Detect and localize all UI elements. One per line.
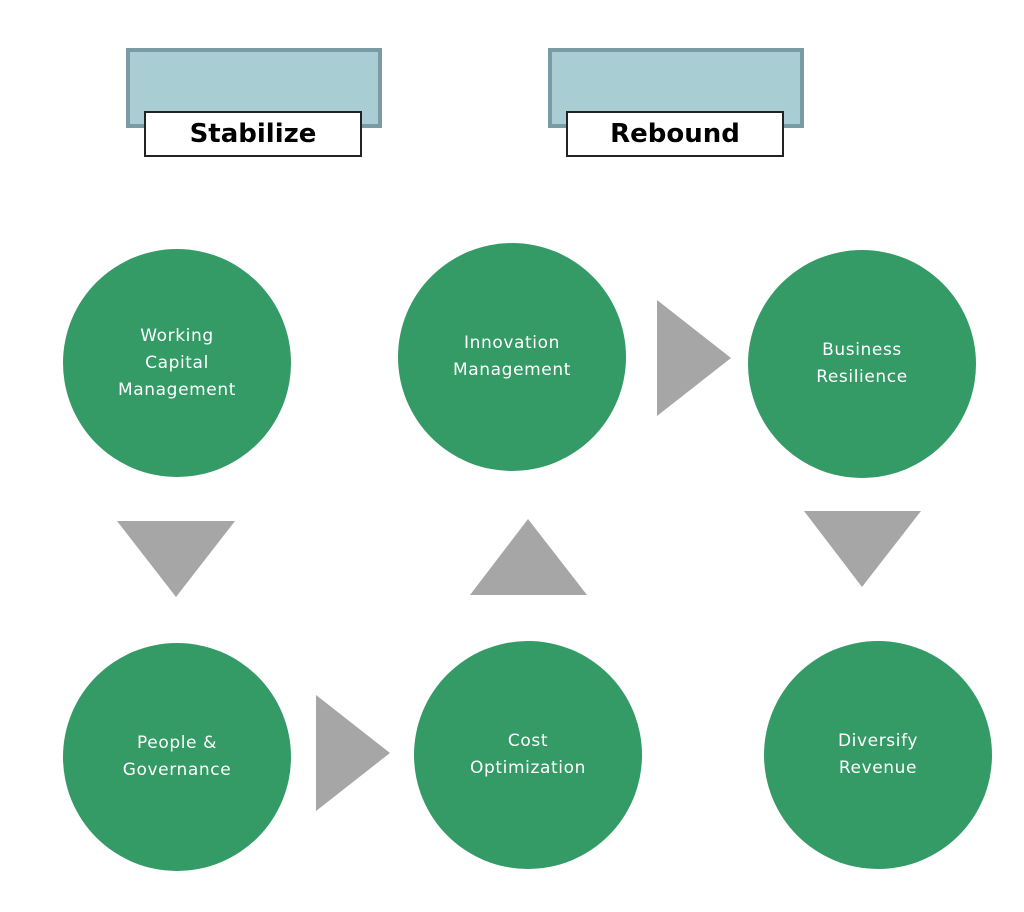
node-label-line: Capital	[145, 352, 209, 373]
node-working-capital-management: Working Capital Management	[63, 249, 291, 477]
node-label-line: Governance	[122, 760, 232, 780]
node-label-line: Business	[822, 340, 902, 360]
node-diversify-revenue: Diversify Revenue	[764, 641, 992, 869]
arrow-right-innovation-to-resilience	[657, 300, 731, 416]
node-innovation-management: Innovation Management	[398, 243, 626, 471]
node-label-line: Management	[118, 379, 236, 400]
arrow-right-people-to-cost	[316, 695, 390, 811]
node-label-line: People &	[137, 733, 217, 753]
node-label-line: Optimization	[470, 758, 586, 778]
stabilize-header-label: Stabilize	[144, 111, 362, 157]
rebound-header-label: Rebound	[566, 111, 784, 157]
arrow-down-working-to-people	[117, 521, 235, 597]
node-label-line: Innovation	[463, 333, 560, 353]
node-business-resilience: Business Resilience	[748, 250, 976, 478]
node-label-line: Cost	[507, 731, 549, 751]
node-people-governance: People & Governance	[63, 643, 291, 871]
arrow-up-cost-to-innovation	[470, 519, 587, 595]
node-label-line: Working	[140, 325, 214, 346]
node-label-line: Resilience	[816, 367, 908, 387]
node-label-line: Revenue	[838, 758, 918, 778]
node-label-line: Management	[453, 360, 571, 380]
arrow-down-resilience-to-diversify	[804, 511, 921, 587]
node-label-line: Diversify	[837, 731, 919, 751]
node-cost-optimization: Cost Optimization	[414, 641, 642, 869]
